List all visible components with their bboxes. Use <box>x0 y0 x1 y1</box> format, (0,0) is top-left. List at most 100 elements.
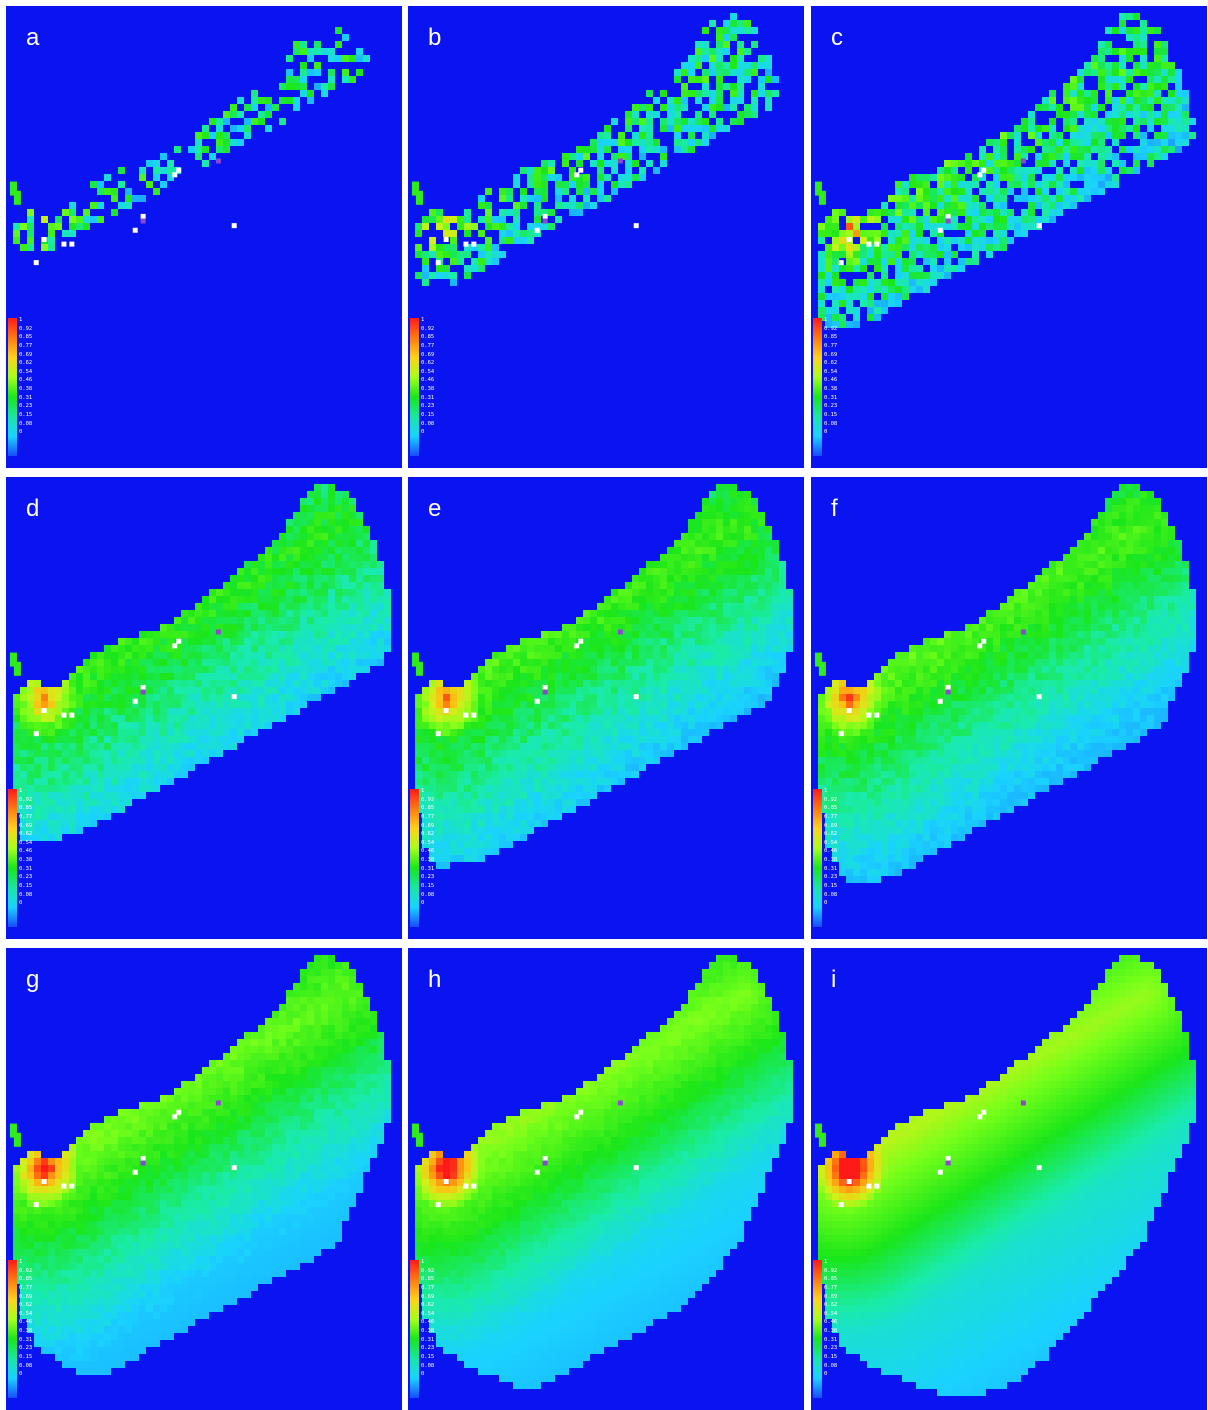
site-marker-purple-1 <box>542 689 548 695</box>
legend-tick-label: 0.46 <box>421 848 435 855</box>
site-marker-4 <box>977 643 983 649</box>
site-marker-0 <box>846 1179 852 1184</box>
raster-cells <box>415 955 793 1389</box>
legend-tick-label: 1 <box>421 1259 425 1265</box>
panel-label: g <box>26 966 40 993</box>
site-marker-2 <box>463 241 469 247</box>
panel-label: i <box>831 966 837 993</box>
islet-1 <box>818 661 826 676</box>
legend-tick-label: 0.77 <box>824 1284 838 1291</box>
legend-tick-label: 0.92 <box>19 325 33 332</box>
site-marker-purple-0 <box>215 1100 221 1106</box>
legend-tick-label: 0.38 <box>421 857 435 864</box>
site-marker-4 <box>172 172 178 178</box>
site-marker-7 <box>945 1155 951 1161</box>
legend-tick-label: 0.15 <box>19 883 33 890</box>
legend-tick-label: 0 <box>421 1371 425 1378</box>
legend-tick-label: 0.85 <box>824 1276 838 1283</box>
site-marker-8 <box>435 260 441 266</box>
site-marker-3 <box>176 638 182 644</box>
islet-0 <box>814 181 822 196</box>
site-marker-7 <box>945 213 951 219</box>
site-marker-purple-0 <box>1020 629 1026 635</box>
site-marker-purple-1 <box>945 689 951 695</box>
site-marker-purple-0 <box>617 1100 623 1106</box>
legend-tick-label: 1 <box>824 788 828 794</box>
site-marker-6 <box>231 1165 237 1171</box>
raster-cells <box>13 484 391 841</box>
islet-1 <box>13 1132 21 1147</box>
legend-tick-label: 0.92 <box>824 796 838 803</box>
site-marker-purple-0 <box>1020 1100 1026 1106</box>
legend-tick-label: 0.77 <box>19 1284 33 1291</box>
site-marker-0 <box>846 708 852 713</box>
islet-1 <box>415 1132 423 1147</box>
legend-tick-label: 0.46 <box>824 1319 838 1326</box>
legend-tick-label: 0.08 <box>19 420 33 427</box>
site-marker-7 <box>945 684 951 690</box>
panel-label: f <box>831 495 838 522</box>
legend-tick-label: 0.62 <box>421 1302 435 1309</box>
site-marker-1 <box>471 712 477 718</box>
site-marker-purple-0 <box>215 158 221 164</box>
heatmap-i <box>811 948 1207 1410</box>
legend-tick-label: 0.38 <box>421 386 435 393</box>
legend-tick-label: 0.31 <box>19 1336 33 1343</box>
site-marker-3 <box>578 167 584 173</box>
islet-0 <box>9 1123 17 1138</box>
legend-tick-label: 0.31 <box>19 394 33 401</box>
site-marker-7 <box>140 1155 146 1161</box>
legend-tick-label: 0.08 <box>421 1362 435 1369</box>
legend-tick-label: 0.69 <box>421 822 435 829</box>
site-marker-0 <box>41 1179 47 1184</box>
legend-tick-label: 0 <box>824 900 828 907</box>
legend-tick-label: 0.77 <box>421 813 435 820</box>
legend-tick-label: 0.23 <box>824 1345 838 1352</box>
site-marker-1 <box>874 241 880 247</box>
site-marker-0 <box>443 237 449 242</box>
legend-tick-label: 0.62 <box>19 831 33 838</box>
site-marker-8 <box>33 1202 39 1208</box>
site-marker-4 <box>977 172 983 178</box>
legend-tick-label: 0.62 <box>421 360 435 367</box>
legend-tick-label: 0.15 <box>19 1354 33 1361</box>
legend-tick-label: 0 <box>19 429 23 436</box>
legend-tick-label: 0.69 <box>19 1293 33 1300</box>
site-marker-purple-1 <box>542 218 548 224</box>
legend-color-bar <box>8 318 17 456</box>
legend-tick-label: 1 <box>19 1259 23 1265</box>
legend-tick-label: 0 <box>19 900 23 907</box>
legend-tick-label: 0.85 <box>421 805 435 812</box>
islet-0 <box>411 652 419 667</box>
legend-tick-label: 0.15 <box>824 412 838 419</box>
legend-tick-label: 0.62 <box>824 1302 838 1309</box>
legend-tick-label: 0.77 <box>421 342 435 349</box>
raster-cells <box>13 27 370 251</box>
site-marker-6 <box>231 694 237 700</box>
legend-tick-label: 0.85 <box>421 1276 435 1283</box>
legend-color-bar <box>410 789 419 927</box>
legend-tick-label: 0.54 <box>421 1310 435 1317</box>
legend-tick-label: 0.77 <box>421 1284 435 1291</box>
site-marker-4 <box>574 1114 580 1120</box>
islet-1 <box>13 661 21 676</box>
legend-tick-label: 0.69 <box>19 351 33 358</box>
site-marker-4 <box>172 643 178 649</box>
site-marker-7 <box>542 1155 548 1161</box>
site-marker-1 <box>69 712 75 718</box>
site-marker-7 <box>542 684 548 690</box>
panel-label: d <box>26 495 40 522</box>
legend-tick-label: 0.31 <box>421 865 435 872</box>
legend-tick-label: 0.46 <box>19 848 33 855</box>
site-marker-4 <box>977 1114 983 1120</box>
legend-tick-label: 0.54 <box>19 368 33 375</box>
site-marker-4 <box>574 172 580 178</box>
